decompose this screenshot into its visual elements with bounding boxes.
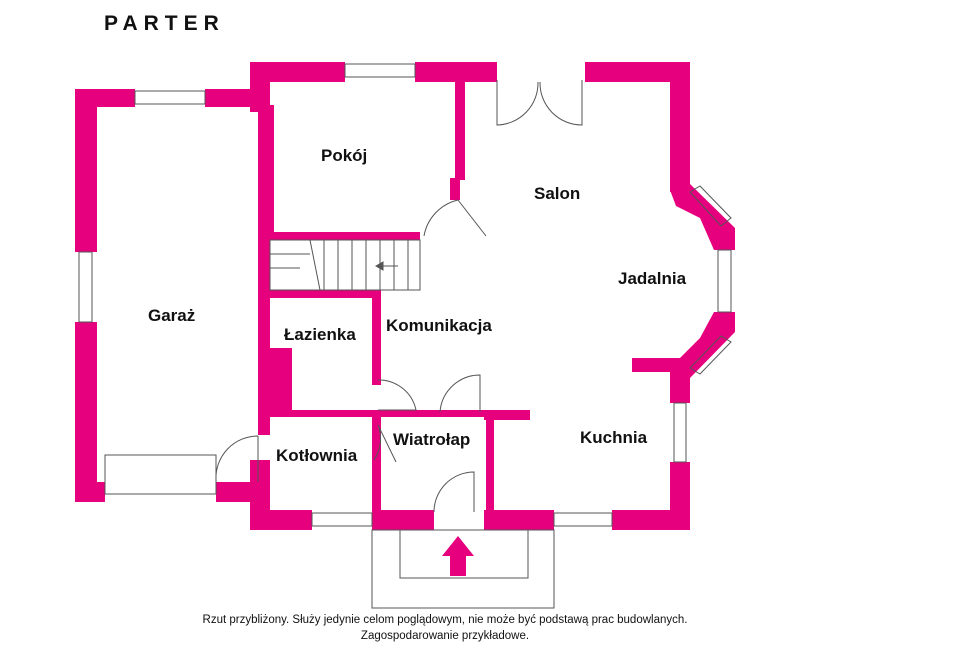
- room-label-kuchnia: Kuchnia: [580, 428, 648, 447]
- wall: [262, 290, 378, 298]
- door: [373, 424, 397, 463]
- stairs: [269, 239, 421, 291]
- wall: [670, 358, 690, 403]
- room-label-jadalnia: Jadalnia: [618, 269, 687, 288]
- wall: [415, 62, 497, 82]
- garage-gate: [104, 454, 217, 495]
- door: [377, 379, 417, 411]
- room-label-garaz: Garaż: [148, 306, 196, 325]
- wall: [75, 89, 97, 252]
- room-label-lazienka: Łazienka: [284, 325, 356, 344]
- wall: [250, 62, 270, 112]
- wall: [450, 178, 460, 200]
- wall: [250, 62, 345, 82]
- floor-title: PARTER: [104, 12, 225, 35]
- wall: [75, 322, 97, 502]
- entry-arrow: [442, 536, 474, 576]
- wall: [714, 228, 735, 248]
- room-label-komunikacja: Komunikacja: [386, 316, 492, 335]
- room-label-pokoj: Pokój: [321, 146, 368, 165]
- door: [423, 199, 487, 237]
- door: [433, 471, 475, 513]
- disclaimer-line-1: Rzut przybliżony. Służy jedynie celom po…: [202, 614, 688, 626]
- window: [673, 402, 687, 463]
- wall: [262, 348, 292, 410]
- door: [539, 80, 583, 126]
- stairs-outline: [269, 239, 421, 291]
- doors: [104, 80, 583, 513]
- wall: [372, 510, 434, 530]
- exterior-walls: [75, 62, 735, 530]
- window: [311, 512, 373, 527]
- interior-walls: [262, 82, 530, 530]
- window: [689, 185, 732, 227]
- porch-outer: [371, 529, 555, 609]
- stairs-arrow: [374, 261, 384, 271]
- wall: [262, 410, 372, 417]
- wall: [484, 410, 530, 420]
- room-label-wiatrolap: Wiatrołap: [393, 430, 471, 449]
- wall: [486, 410, 494, 530]
- wall: [250, 460, 270, 530]
- window: [717, 249, 732, 313]
- wall: [612, 510, 690, 530]
- wall: [484, 510, 554, 530]
- wall: [585, 62, 690, 82]
- room-label-kotlownia: Kotłownia: [276, 446, 358, 465]
- window: [344, 63, 416, 78]
- porch: [371, 529, 555, 609]
- wall: [370, 410, 530, 417]
- window: [134, 90, 206, 105]
- door: [439, 374, 481, 413]
- wall: [372, 460, 381, 530]
- windows: [78, 63, 732, 527]
- door: [496, 80, 539, 126]
- wall: [670, 62, 690, 192]
- wall: [372, 290, 381, 385]
- wall: [258, 105, 274, 235]
- wall: [75, 89, 135, 107]
- wall: [75, 482, 105, 502]
- wall: [270, 232, 420, 240]
- porch-inner: [399, 530, 529, 579]
- wall: [455, 82, 465, 180]
- room-label-salon: Salon: [534, 184, 581, 203]
- disclaimer-line-2: Zagospodarowanie przykładowe.: [360, 630, 530, 642]
- window: [553, 512, 613, 527]
- window: [78, 251, 93, 323]
- window: [689, 335, 732, 375]
